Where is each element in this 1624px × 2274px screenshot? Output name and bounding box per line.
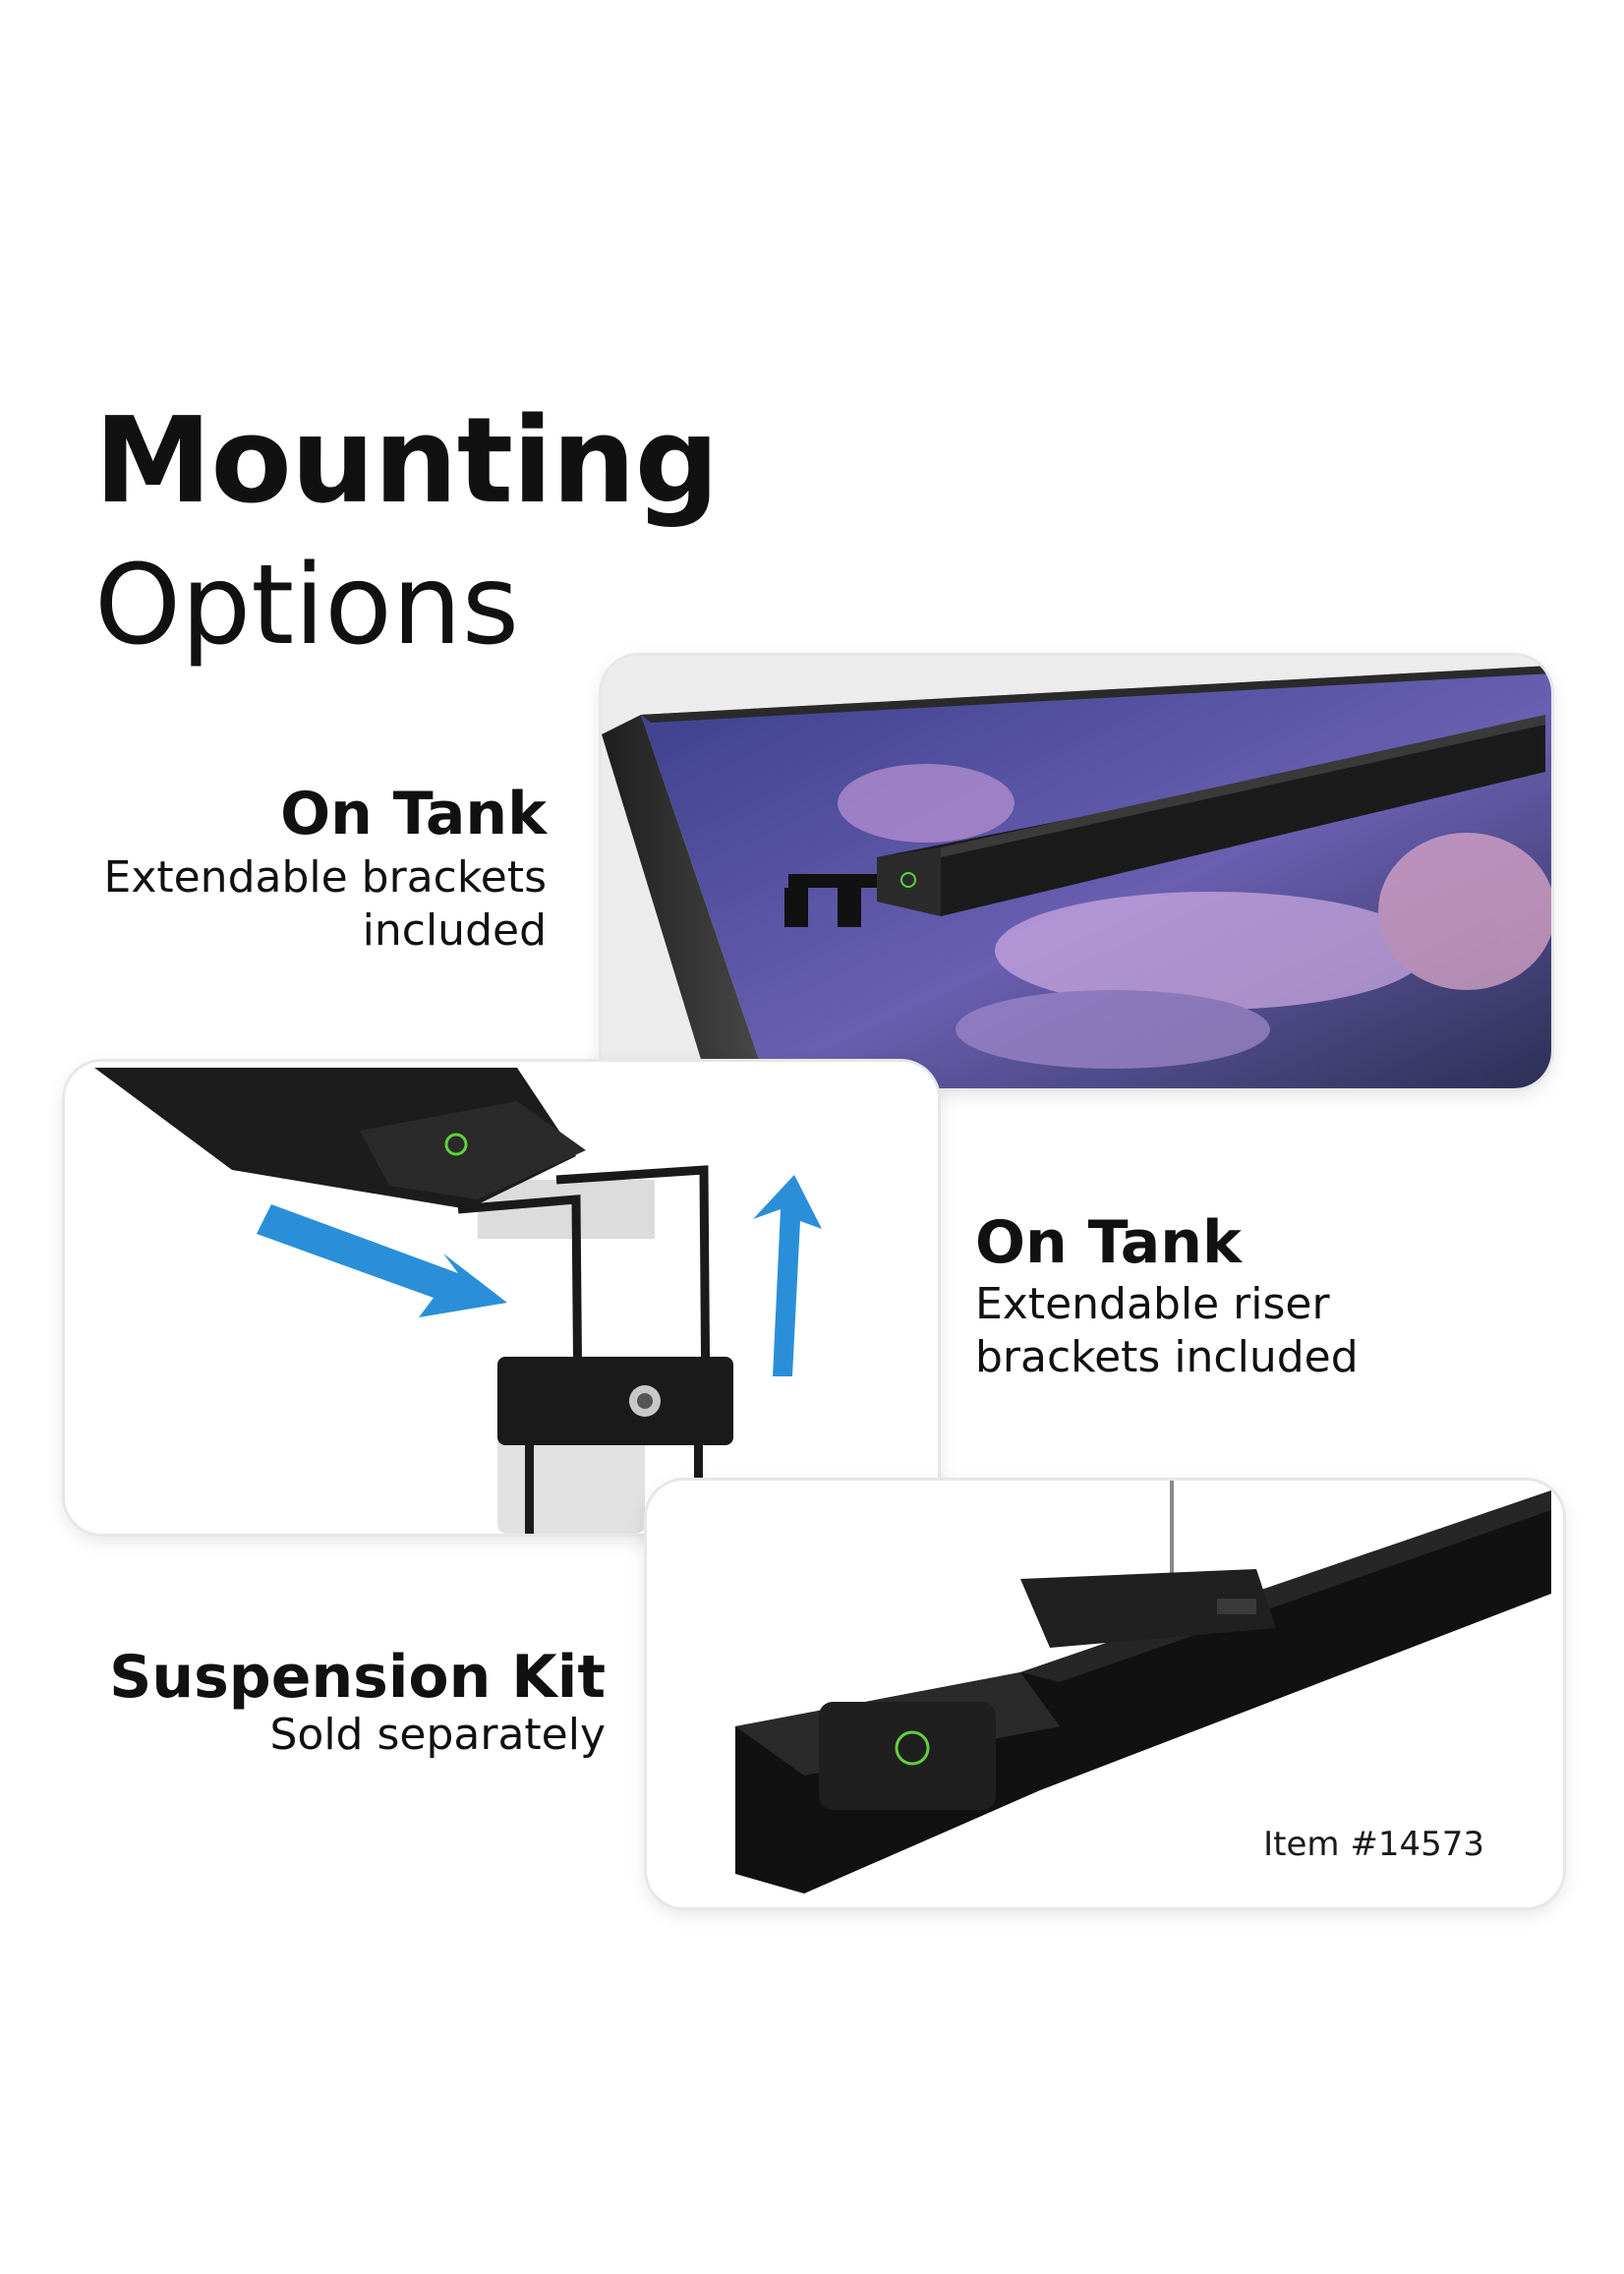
item-number: Item #14573 [1263,1825,1484,1864]
suspension-kit-photo [647,1481,1563,1907]
on-tank-photo-card [602,656,1551,1088]
page-title-bold: Mounting [94,393,720,530]
option-2-subtitle: Extendable riser brackets included [975,1279,1359,1382]
option-1-heading: On Tank [280,780,547,848]
suspension-kit-photo-card: Item #14573 [647,1481,1563,1907]
option-3-subtitle: Sold separately [269,1710,606,1760]
power-icon [444,1133,468,1156]
option-2-heading: On Tank [975,1208,1242,1277]
riser-bracket-photo [65,1062,938,1534]
arrow-up-icon [753,1175,822,1376]
page-title-light: Options [94,542,520,670]
option-3-heading: Suspension Kit [109,1643,606,1712]
option-1-subtitle: Extendable brackets included [103,852,547,956]
arrow-down-right-icon [257,1204,507,1317]
on-tank-photo [602,656,1551,1088]
power-icon [895,1730,930,1766]
riser-bracket-photo-card [65,1062,938,1534]
